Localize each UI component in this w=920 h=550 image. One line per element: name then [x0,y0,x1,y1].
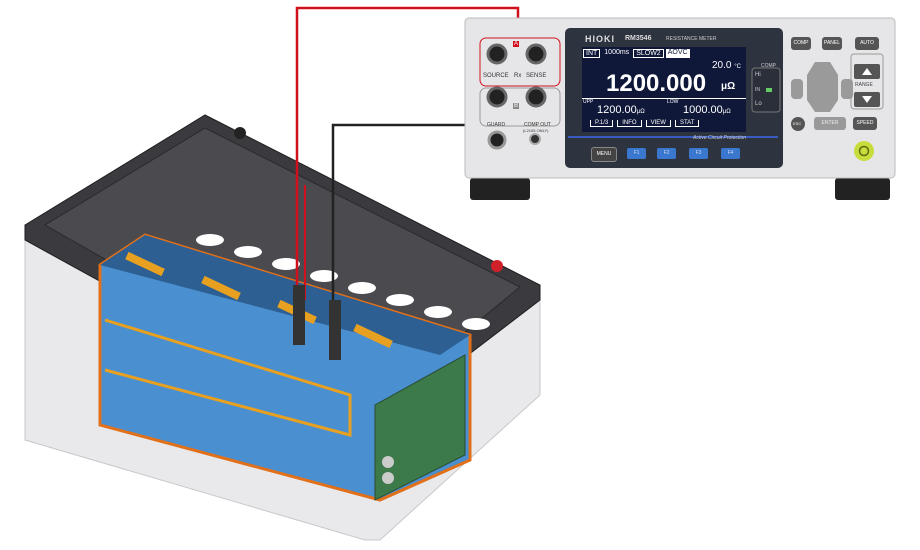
speed-button[interactable]: SPEED [853,117,877,130]
brand-logo: HIOKI [585,34,616,44]
model-subtitle: RESISTANCE METER [666,36,717,42]
temperature: 20.0 °C [712,60,741,71]
circuit-board [374,354,466,501]
a-badge: A [513,41,520,47]
status-time: 1000ms [604,49,630,56]
softkey-info[interactable]: INFO [617,120,642,127]
dpad[interactable] [807,62,838,112]
comp-in: IN [755,87,760,93]
low-label: LOW [667,99,679,105]
esc-button[interactable] [791,117,805,131]
bus-bar [353,323,393,349]
status-int: INT [583,49,601,58]
cell-vent [310,270,338,282]
battery-pack [24,114,541,541]
bus-bar [125,251,165,277]
panel-button[interactable]: PANEL [822,37,842,50]
status-speed: SLOW2 [633,49,664,58]
b-badge: B [513,103,520,109]
cell-vent [462,318,490,330]
source-jack-b[interactable] [486,86,508,108]
sense-jack-a[interactable] [525,43,547,65]
red-terminal [491,260,503,272]
comp-lo: Lo [755,101,762,107]
source-jack[interactable] [486,43,508,65]
terminal-post [234,127,246,139]
power-button[interactable] [854,141,874,161]
comp-out-jack[interactable] [529,133,541,145]
rx-label: Rx [514,73,522,79]
low-unit: μΩ [722,109,731,115]
sense-jack-b[interactable] [525,86,547,108]
enter-button[interactable]: ENTER [814,117,846,130]
source-label: SOURCE [483,73,509,79]
cell-vent [348,282,376,294]
softkey-page[interactable]: P.1/3 [590,120,614,127]
bus-bar [201,275,241,301]
f2-button[interactable]: F2 [657,148,676,159]
f1-button[interactable]: F1 [627,148,646,159]
low-number: 1000.00 [683,104,723,116]
protection-label: Active Circuit Protection [693,135,747,141]
range-label: RANGE [855,82,873,88]
upp-unit: μΩ [636,109,645,115]
f4-button[interactable]: F4 [721,148,740,159]
guard-jack[interactable] [487,130,507,150]
cell-vent [234,246,262,258]
left-arrow-button[interactable] [791,79,803,99]
comp-out-sub: (L2105 ONLY) [523,128,549,133]
temperature-value: 20.0 [712,60,732,71]
softkey-row: P.1/3 INFO VIEW STAT [590,120,700,127]
probe-red [293,285,305,345]
comp-hi: Hi [755,72,761,78]
esc-label: ESC [793,121,802,126]
guard-label: GUARD [487,122,506,128]
upp-number: 1200.00 [597,104,637,116]
auto-button[interactable]: AUTO [855,37,879,50]
upp-value: 1200.00μΩ [597,104,645,116]
softkey-view[interactable]: VIEW [645,120,671,127]
comp-button[interactable]: COMP [791,37,811,50]
upp-label: UPP [583,99,594,105]
probe-black [329,300,341,360]
lcd-screen [582,47,746,132]
status-aovc: AOVC [665,49,690,58]
cell-vent [424,306,452,318]
cell-vent [386,294,414,306]
right-arrow-button[interactable] [841,79,853,99]
cell-vent [272,258,300,270]
menu-button[interactable]: MENU [591,147,617,162]
f3-button[interactable]: F3 [689,148,708,159]
main-reading: 1200.000 [606,70,707,97]
comp-title: COMP [761,63,776,69]
status-bar: INT 1000ms SLOW2 AOVC [583,49,690,58]
low-value: 1000.00μΩ [683,104,731,116]
comp-out-label: COMP OUT [524,122,551,128]
temperature-unit: °C [734,64,741,70]
main-unit: μΩ [721,81,736,92]
softkey-stat[interactable]: STAT [674,120,700,127]
cell-vent [196,234,224,246]
model-name: RM3546 [625,35,652,42]
sense-label: SENSE [526,73,547,79]
